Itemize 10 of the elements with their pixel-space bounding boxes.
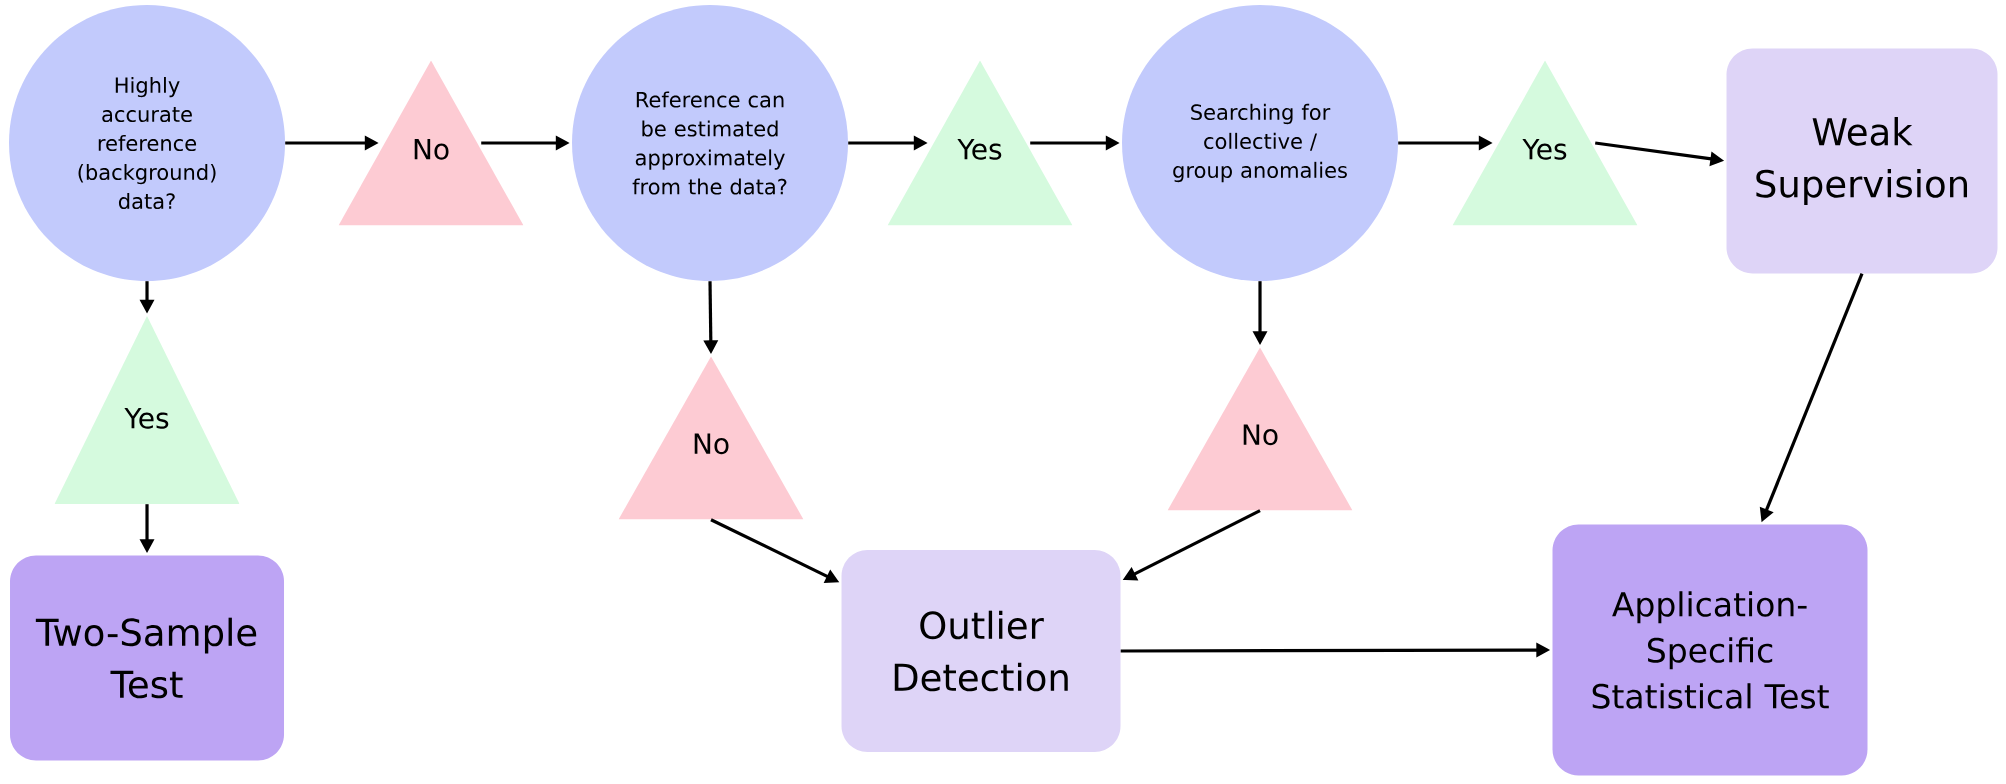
outcome-box: Two-Sample Test bbox=[10, 555, 284, 761]
yes-triangle: Yes bbox=[1452, 60, 1638, 226]
outcome-box: Outlier Detection bbox=[841, 550, 1121, 752]
no-triangle: No bbox=[618, 356, 804, 520]
outcome-box: Weak Supervision bbox=[1726, 48, 1998, 274]
outcome-box: Application-Specific Statistical Test bbox=[1552, 524, 1868, 776]
no-triangle: No bbox=[1167, 347, 1353, 511]
yes-triangle: Yes bbox=[54, 316, 240, 504]
no-triangle: No bbox=[338, 60, 524, 226]
yes-triangle: Yes bbox=[887, 60, 1073, 226]
